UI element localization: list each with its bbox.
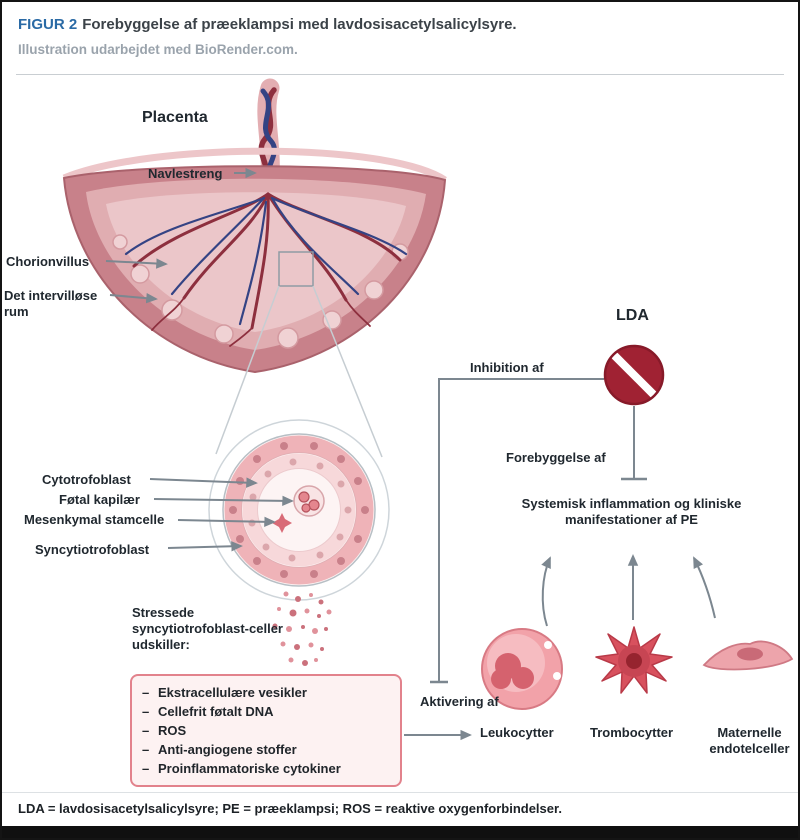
trombocytter-label: Trombocytter (590, 725, 674, 740)
box-item: – ROS (142, 721, 390, 740)
dash-bullet: – (142, 761, 150, 776)
chorionvillus-label: Chorionvillus (6, 254, 90, 269)
red-blood-cells (298, 491, 320, 513)
label-arrows (105, 167, 294, 552)
figure-subtitle: Illustration udarbejdet med BioRender.co… (18, 42, 298, 57)
box-item: – Cellefrit føtalt DNA (142, 702, 390, 721)
mesenkymal-arrow (177, 516, 276, 527)
dash-bullet: – (142, 723, 150, 738)
box-item-text: Cellefrit føtalt DNA (158, 704, 274, 719)
footer-divider (2, 792, 798, 793)
roi-square (278, 251, 314, 287)
inhibition-line (438, 378, 604, 681)
fotal-kapilaer-arrow (153, 495, 294, 507)
leukocyte-up-arrow (541, 556, 551, 627)
figure-title-text: Forebyggelse af præeklampsi med lavdosis… (82, 16, 517, 33)
inhibition-label: Inhibition af (470, 360, 544, 375)
thrombocyte-illustration (595, 626, 673, 694)
intervillose-label: Det intervilløse rum (4, 288, 98, 319)
bottom-bar (2, 826, 798, 838)
box-item: – Ekstracellulære vesikler (142, 683, 390, 702)
forebyggelse-label: Forebyggelse af (506, 450, 606, 465)
dash-bullet: – (142, 704, 150, 719)
box-item-text: ROS (158, 723, 187, 738)
endothelial-cell-illustration (702, 640, 794, 671)
placenta-label: Placenta (142, 109, 208, 126)
footer-legend: LDA = lavdosisacetylsalicylsyre; PE = pr… (18, 801, 562, 816)
maternelle-label: Maternelle endotelceller (709, 725, 790, 756)
pathway-lines (404, 378, 716, 741)
villous-tufts (112, 234, 409, 349)
mesenchymal-stem-cell (272, 513, 292, 533)
figure-number: FIGUR 2 (18, 16, 78, 33)
box-item: – Proinflammatoriske cytokiner (142, 759, 390, 778)
mesenkymal-label: Mesenkymal stamcelle (24, 512, 165, 527)
secreted-particles (272, 591, 332, 666)
syncytiotrofoblast-arrow (167, 541, 243, 552)
systemisk-label: Systemisk inflammation og kliniske manif… (521, 496, 742, 527)
chorionvillus-arrow (105, 258, 168, 269)
box-item-text: Ekstracellulære vesikler (158, 685, 307, 700)
cytotrophoblast-nuclei (248, 458, 352, 562)
intervillose-arrow (109, 292, 158, 304)
magnifier-cone (215, 285, 383, 458)
box-item-text: Anti-angiogene stoffer (158, 742, 297, 757)
box-item: – Anti-angiogene stoffer (142, 740, 390, 759)
villus-cross-section-illustration (208, 419, 390, 601)
cytotrofoblast-label: Cytotrofoblast (42, 472, 131, 487)
stressede-label: Stressede syncytiotrofoblast-celler udsk… (132, 605, 283, 652)
cytotrofoblast-arrow (149, 477, 258, 488)
syncytiotrofoblast-label: Syncytiotrofoblast (35, 542, 150, 557)
endothelial-up-arrow (693, 556, 716, 619)
leukocyte-illustration (481, 628, 563, 710)
lda-pill-icon (603, 344, 665, 406)
fotal-kapilaer-label: Føtal kapilær (59, 492, 140, 507)
lda-label: LDA (616, 307, 649, 324)
dash-bullet: – (142, 742, 150, 757)
navlestreng-label: Navlestreng (148, 166, 223, 181)
aktivering-label: Aktivering af (420, 694, 499, 709)
placenta-illustration (62, 147, 447, 374)
secretion-box: – Ekstracellulære vesikler – Cellefrit f… (130, 674, 402, 787)
leukocytter-label: Leukocytter (480, 725, 554, 740)
dash-bullet: – (142, 685, 150, 700)
syncytiotrophoblast-nuclei (229, 442, 369, 578)
chorionic-vessels (124, 192, 408, 347)
header-divider (16, 74, 784, 75)
box-item-text: Proinflammatoriske cytokiner (158, 761, 341, 776)
fetal-capillary (293, 485, 325, 517)
